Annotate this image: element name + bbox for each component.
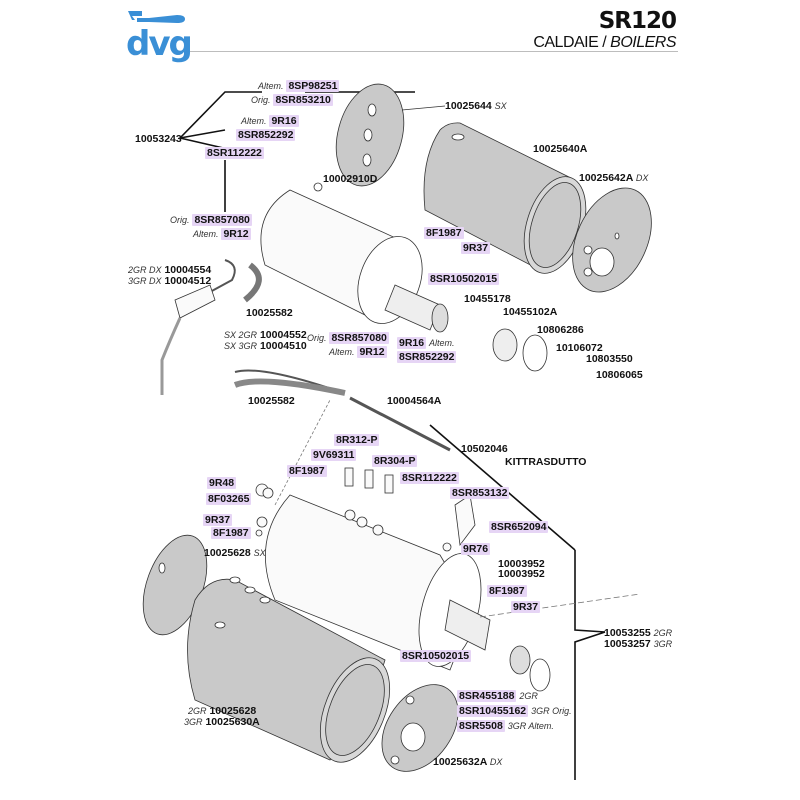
- label-10003952-a: 10003952: [498, 558, 545, 570]
- label-10004564a: 10004564A: [387, 395, 442, 407]
- label-9r12-b: Altem. 9R12: [329, 346, 387, 358]
- label-8sr112222-top: 8SR112222: [205, 147, 264, 159]
- label-10053257: 10053257 3GR: [604, 638, 673, 650]
- shell-top: [423, 122, 587, 274]
- label-10806286: 10806286: [537, 324, 584, 336]
- label-8sr5508: 8SR5508 3GR Altem.: [457, 720, 554, 732]
- label-shell-3gr: 3GR 10025630A: [184, 716, 260, 728]
- fittings-bottom: [255, 467, 551, 692]
- label-8sr852292-b: 8SR852292: [397, 351, 457, 363]
- label-8sr853210: Orig. 8SR853210: [251, 94, 333, 106]
- hose-top: [243, 262, 262, 303]
- end-cap-dx-top: [572, 187, 652, 293]
- label-tube-sx-2gr: SX 2GR 10004552: [224, 329, 307, 341]
- heating-element-top: [384, 284, 548, 372]
- label-9r76: 9R76: [461, 543, 491, 555]
- label-10025628-sx: 10025628 SX: [204, 547, 266, 559]
- label-8sr852292-top: 8SR852292: [236, 129, 296, 141]
- end-cap-sx-top: [335, 83, 405, 187]
- subtitle-separator: /: [598, 34, 611, 51]
- label-10025632a: 10025632A DX: [433, 756, 503, 768]
- label-10025582-b: 10025582: [248, 395, 295, 407]
- page-subtitle: CALDAIE / BOILERS: [533, 34, 676, 52]
- label-10025640a: 10025640A: [533, 143, 588, 155]
- label-10806065: 10806065: [596, 369, 643, 381]
- label-10002910d: 10002910D: [323, 173, 378, 185]
- label-10455102a: 10455102A: [503, 306, 558, 318]
- label-shell-2gr: 2GR 10025628: [188, 705, 257, 717]
- label-9r37-c: 9R37: [511, 601, 541, 613]
- subtitle-it: CALDAIE: [533, 34, 599, 51]
- label-8f1987-b: 8F1987: [287, 465, 327, 477]
- label-8f03265: 8F03265: [206, 493, 252, 505]
- model-title: SR120: [598, 8, 677, 34]
- label-8sr857080-b: Orig. 8SR857080: [307, 332, 389, 344]
- label-9v69311: 9V69311: [311, 449, 357, 461]
- subtitle-en: BOILERS: [610, 34, 676, 51]
- label-10502046: 10502046: [461, 443, 508, 455]
- label-8sr112222-b: 8SR112222: [400, 472, 459, 484]
- hose-bottom: [233, 378, 346, 396]
- label-8sr857080-a: Orig. 8SR857080: [170, 214, 252, 226]
- label-8sr10502015-top: 8SR10502015: [428, 273, 500, 285]
- label-9r37-b: 9R37: [203, 514, 233, 526]
- end-cap-dx-bottom: [381, 684, 459, 772]
- label-tube-dx-2gr: 2GR DX 10004554: [128, 264, 212, 276]
- dvg-logo-icon: [128, 11, 185, 23]
- label-8sr10502015-bottom: 8SR10502015: [400, 650, 472, 662]
- label-8f1987-c: 8F1987: [211, 527, 251, 539]
- tube-dx: [209, 259, 236, 293]
- label-9r12-a: Altem. 9R12: [193, 228, 251, 240]
- label-10003952-b: 10003952: [498, 568, 545, 580]
- brand-logo-text: dvg: [126, 24, 193, 64]
- label-10053255: 10053255 2GR: [604, 627, 673, 639]
- label-kittrasdutto: KITTRASDUTTO: [505, 456, 587, 468]
- label-8f1987-a: 8F1987: [424, 227, 464, 239]
- label-10025582-a: 10025582: [246, 307, 293, 319]
- label-10455178: 10455178: [464, 293, 511, 305]
- label-10803550: 10803550: [586, 353, 633, 365]
- label-9r48: 9R48: [207, 477, 237, 489]
- label-9r37-a: 9R37: [461, 242, 491, 254]
- label-10106072: 10106072: [556, 342, 603, 354]
- label-9r16-b: 9R16 Altem.: [397, 337, 455, 349]
- pump-fitting: [174, 284, 216, 319]
- label-8sr10455162: 8SR10455162 3GR Orig.: [457, 705, 572, 717]
- label-tube-sx-3gr: SX 3GR 10004510: [224, 340, 307, 352]
- label-8r312p: 8R312-P: [334, 434, 380, 446]
- label-10025642a: 10025642A DX: [579, 172, 649, 184]
- header-divider: [190, 51, 678, 52]
- tube-long: [349, 396, 451, 452]
- label-8sp98251: Altem. 8SP98251: [258, 80, 340, 92]
- label-8r304p: 8R304-P: [372, 455, 418, 467]
- shell-bottom: [187, 576, 391, 763]
- label-8sr853132: 8SR853132: [450, 487, 510, 499]
- label-8f1987-d: 8F1987: [487, 585, 527, 597]
- label-10025644: 10025644 SX: [445, 100, 507, 112]
- label-group-10053243: 10053243: [135, 133, 182, 145]
- label-8sr455188: 8SR455188 2GR: [457, 690, 538, 702]
- label-tube-dx-3gr: 3GR DX 10004512: [128, 275, 212, 287]
- label-8sr652094: 8SR652094: [489, 521, 549, 533]
- label-9r16-top: Altem. 9R16: [241, 115, 299, 127]
